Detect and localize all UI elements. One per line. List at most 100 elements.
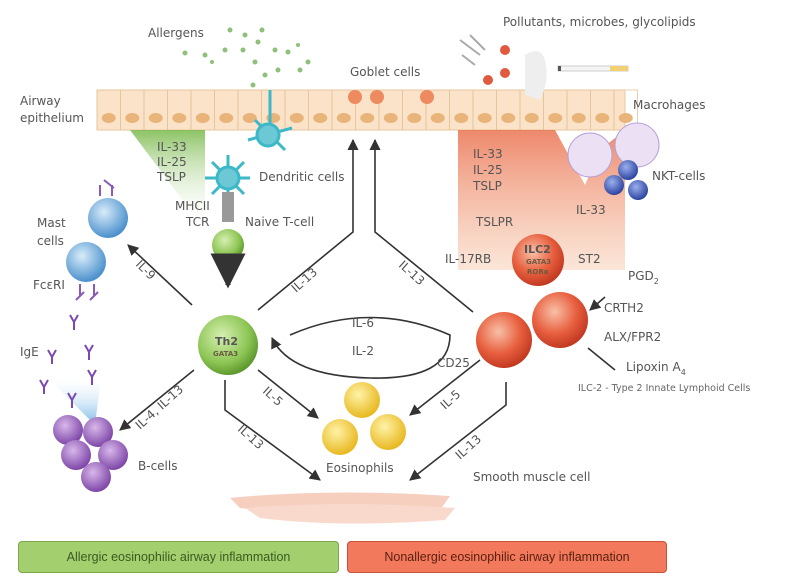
legend-allergic: Allergic eosinophilic airway inflammatio… bbox=[18, 541, 339, 573]
epithelial-nucleus bbox=[336, 113, 351, 123]
arrow-il9 bbox=[127, 244, 193, 306]
label-fceri: FcεRI bbox=[33, 278, 65, 292]
label-epithelium: epithelium bbox=[20, 111, 84, 125]
legend-nonallergic: Nonallergic eosinophilic airway inflamma… bbox=[347, 541, 667, 573]
epithelial-nucleus bbox=[524, 113, 539, 123]
left-cytokine-2: IL-25 bbox=[157, 155, 187, 169]
epithelial-nucleus bbox=[407, 113, 422, 123]
ilc2-cells-lower bbox=[476, 292, 588, 368]
epithelial-nucleus bbox=[101, 113, 116, 123]
arrow-il13-th2-muscle bbox=[224, 380, 321, 481]
label-ilc2-rora: RORα bbox=[527, 268, 549, 276]
epithelial-nucleus bbox=[242, 113, 257, 123]
goblet-cells bbox=[348, 90, 434, 104]
arrow-label-il13-muscle-right: IL-13 bbox=[453, 432, 484, 462]
nkt-cells bbox=[604, 160, 648, 200]
macrophages bbox=[567, 122, 660, 178]
epithelial-nucleus bbox=[148, 113, 163, 123]
arrow-label-il13-left: IL-13 bbox=[289, 265, 320, 295]
epithelial-nucleus bbox=[172, 113, 187, 123]
label-crth2: CRTH2 bbox=[604, 301, 644, 315]
label-naive-t-cell: Naive T-cell bbox=[245, 215, 314, 229]
arrow-label-il5-left: IL-5 bbox=[260, 384, 286, 409]
label-pollutants: Pollutants, microbes, glycolipids bbox=[503, 15, 696, 29]
arrow-il13-ilc2-muscle bbox=[409, 382, 507, 481]
epithelial-nucleus bbox=[360, 113, 375, 123]
label-smooth-muscle: Smooth muscle cell bbox=[473, 470, 590, 484]
arrow-il5-th2 bbox=[257, 369, 319, 419]
mhcii-tcr-receptor bbox=[222, 192, 234, 222]
smooth-muscle bbox=[230, 492, 455, 524]
label-mast: Mast bbox=[37, 216, 66, 230]
epithelial-nucleus bbox=[477, 113, 492, 123]
epithelial-nucleus bbox=[430, 113, 445, 123]
ilc2-caption: ILC-2 - Type 2 Innate Lymphoid Cells bbox=[578, 383, 751, 394]
epithelial-nucleus bbox=[289, 113, 304, 123]
dendritic-cell-upper bbox=[247, 90, 293, 152]
epithelial-nucleus bbox=[383, 113, 398, 123]
arrow-il13-th2-goblet bbox=[257, 138, 359, 311]
label-tslpr: TSLPR bbox=[475, 215, 513, 229]
allergen-particles bbox=[182, 27, 311, 88]
mast-cells bbox=[66, 179, 128, 301]
arrow-pgd2 bbox=[589, 296, 606, 311]
left-cytokine-cone bbox=[130, 130, 205, 230]
label-b-cells: B-cells bbox=[138, 459, 177, 473]
epithelial-nucleus bbox=[125, 113, 140, 123]
ilc2-cell-upper bbox=[512, 234, 564, 286]
arrow-label-il9: IL-9 bbox=[133, 257, 158, 282]
epithelial-nucleus bbox=[571, 113, 586, 123]
label-st2: ST2 bbox=[578, 252, 601, 266]
label-th2-gata3: GATA3 bbox=[213, 350, 238, 358]
eosinophils bbox=[322, 382, 406, 455]
label-allergens: Allergens bbox=[148, 26, 204, 40]
label-nkt-cells: NKT-cells bbox=[652, 169, 705, 183]
epithelial-nucleus bbox=[548, 113, 563, 123]
epithelial-nucleus bbox=[595, 113, 610, 123]
epithelial-nucleus bbox=[266, 113, 281, 123]
arrow-il13-ilc2-goblet bbox=[369, 138, 474, 313]
label-pgd2: PGD2 bbox=[628, 269, 659, 286]
label-cells: cells bbox=[37, 234, 64, 248]
label-airway: Airway bbox=[20, 94, 61, 108]
b-cells bbox=[53, 415, 128, 492]
naive-t-cell bbox=[212, 229, 244, 261]
label-goblet-cells: Goblet cells bbox=[350, 65, 420, 79]
ige-antibodies bbox=[39, 314, 97, 408]
arrow-label-il13-muscle-left: IL-13 bbox=[235, 422, 266, 452]
left-cytokine-1: IL-33 bbox=[157, 140, 187, 154]
arrow-il5-ilc2 bbox=[409, 359, 481, 416]
label-alx-fpr2: ALX/FPR2 bbox=[604, 330, 661, 344]
left-cytokine-3: TSLP bbox=[156, 170, 186, 184]
epithelial-nucleus bbox=[195, 113, 210, 123]
right-cytokine-2: IL-25 bbox=[473, 163, 503, 177]
label-eosinophils: Eosinophils bbox=[326, 461, 394, 475]
arrow-il4-il13 bbox=[119, 369, 195, 431]
epithelial-nucleus bbox=[454, 113, 469, 123]
label-ige: IgE bbox=[20, 345, 39, 359]
label-il33-right: IL-33 bbox=[576, 203, 606, 217]
th2-cell bbox=[198, 315, 258, 375]
loop-il6-il2 bbox=[271, 316, 451, 379]
label-ilc2-gata3: GATA3 bbox=[526, 258, 551, 266]
pollutant-microbes bbox=[459, 34, 629, 100]
label-dendritic-cells: Dendritic cells bbox=[259, 170, 344, 184]
airway-epithelium bbox=[96, 89, 638, 131]
epithelial-nucleus bbox=[618, 113, 633, 123]
epithelial-nucleus bbox=[501, 113, 516, 123]
label-macrophages: Macrohages bbox=[633, 98, 706, 112]
epithelial-nucleus bbox=[313, 113, 328, 123]
arrow-label-il2: IL-2 bbox=[352, 344, 374, 358]
legend-allergic-text: Allergic eosinophilic airway inflammatio… bbox=[66, 550, 291, 564]
arrow-lipoxin bbox=[587, 347, 616, 371]
label-th2: Th2 bbox=[215, 335, 238, 348]
arrow-label-il6: IL-6 bbox=[352, 316, 374, 330]
right-cytokine-cone bbox=[458, 130, 625, 270]
dendritic-cell-lower bbox=[205, 155, 250, 200]
label-lipoxin: Lipoxin A4 bbox=[626, 360, 686, 377]
arrow-label-il4-il13: IL-4, IL-13 bbox=[133, 382, 186, 432]
epithelial-nucleus bbox=[219, 113, 234, 123]
label-ilc2: ILC2 bbox=[524, 243, 551, 256]
